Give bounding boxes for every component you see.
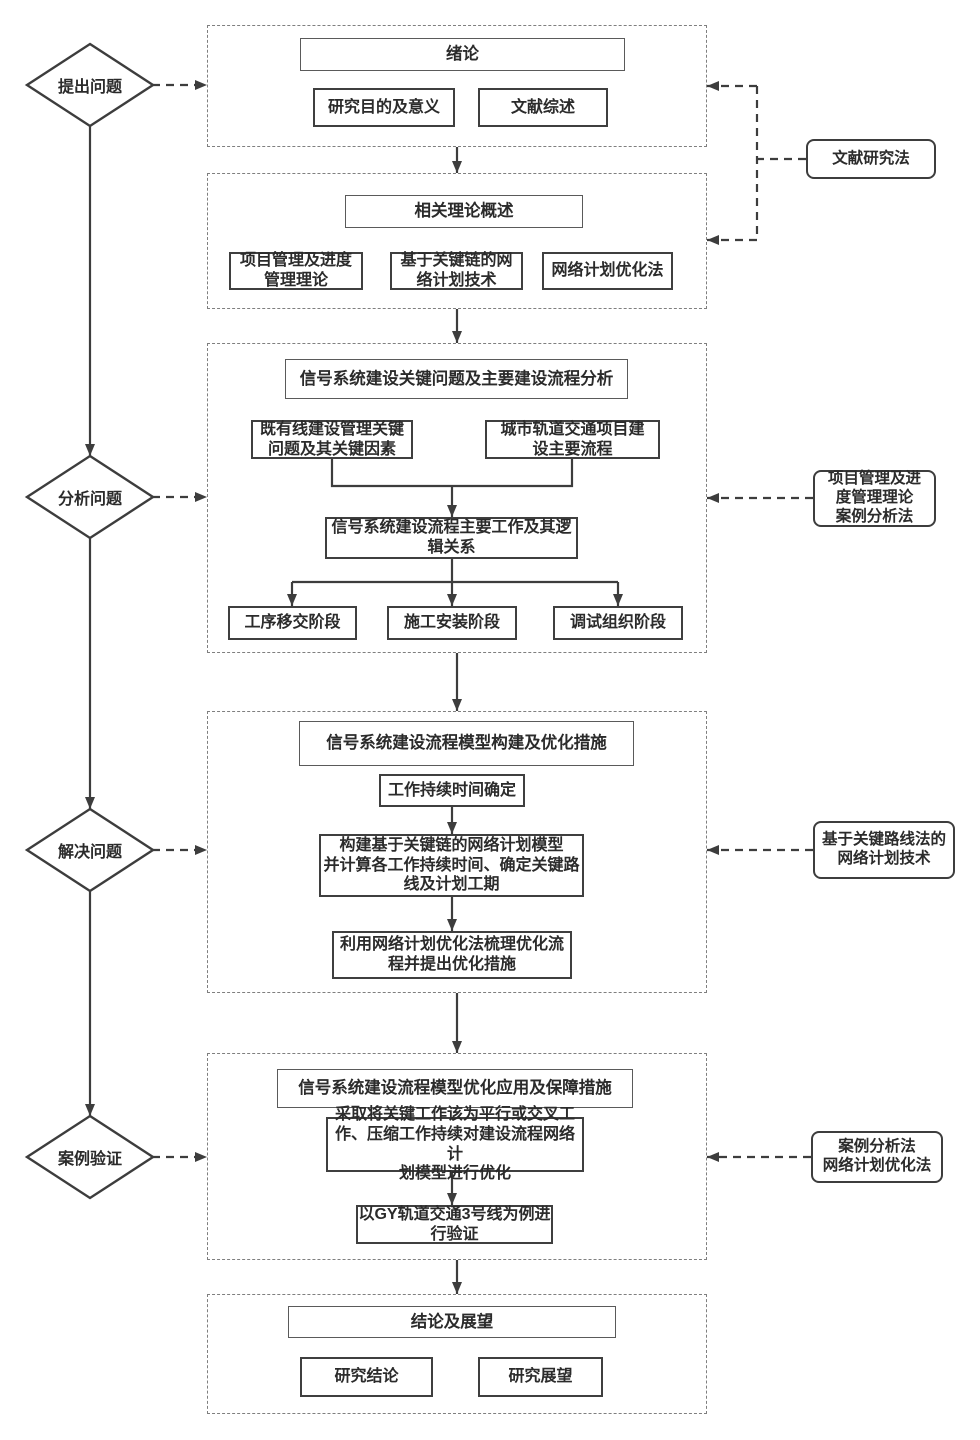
diamond-solve-problem: 解决问题 [57, 844, 122, 861]
box-optimize-process: 利用网络计划优化法梳理优化流 程并提出优化措施 [332, 931, 572, 979]
frame-conclusion [207, 1294, 707, 1414]
method-critical-path-technique: 基于关键路线法的 网络计划技术 [813, 821, 955, 879]
box-research-prospect: 研究展望 [478, 1357, 603, 1397]
diamond-analyze-problem: 分析问题 [57, 491, 122, 508]
box-gy-line3-verification: 以GY轨道交通3号线为例进 行验证 [356, 1205, 553, 1244]
frame-introduction [207, 25, 707, 147]
title-key-problem-analysis: 信号系统建设关键问题及主要建设流程分析 [285, 359, 628, 399]
title-introduction: 绪论 [300, 38, 625, 71]
method-case-analysis-optimization: 案例分析法 网络计划优化法 [811, 1131, 943, 1183]
box-main-work-logic: 信号系统建设流程主要工作及其逻 辑关系 [325, 517, 578, 559]
method-connectors [707, 81, 813, 1162]
frame-model-application [207, 1053, 707, 1260]
diamond-case-verify: 案例验证 [57, 1151, 122, 1168]
box-debugging-stage: 调试组织阶段 [553, 606, 683, 640]
title-model-construction: 信号系统建设流程模型构建及优化措施 [299, 721, 634, 766]
frame-model-construction [207, 711, 707, 993]
box-handover-stage: 工序移交阶段 [228, 606, 357, 640]
box-research-conclusion: 研究结论 [300, 1357, 433, 1397]
method-literature-research: 文献研究法 [806, 139, 936, 179]
box-project-management-theory: 项目管理及进度 管理理论 [229, 252, 363, 290]
title-theory-overview: 相关理论概述 [345, 195, 583, 228]
internal-connectors [287, 459, 623, 1205]
box-installation-stage: 施工安装阶段 [387, 606, 517, 640]
box-duration-determination: 工作持续时间确定 [379, 774, 525, 807]
box-network-plan-optimization: 网络计划优化法 [542, 252, 673, 290]
box-parallel-cross-optimization: 采取将关键工作该为平行或交叉工 作、压缩工作持续对建设流程网络计 划模型进行优化 [326, 1106, 584, 1182]
frame-key-problem-analysis [207, 343, 707, 653]
diamond-shapes [24, 42, 156, 1200]
diamond-raise-problem: 提出问题 [57, 79, 122, 96]
box-literature-review: 文献综述 [478, 88, 608, 127]
method-pm-theory-case-analysis: 项目管理及进 度管理理论 案例分析法 [813, 470, 936, 527]
frame-theory-overview [207, 173, 707, 309]
title-model-application: 信号系统建设流程模型优化应用及保障措施 [277, 1069, 633, 1108]
title-conclusion: 结论及展望 [288, 1306, 616, 1338]
box-urban-rail-process: 城市轨道交通项目建 设主要流程 [485, 420, 660, 459]
box-research-purpose: 研究目的及意义 [313, 88, 455, 127]
diamond-connectors [152, 80, 207, 1162]
box-build-network-plan-model: 构建基于关键链的网络计划模型 并计算各工作持续时间、确定关键路 线及计划工期 [319, 834, 584, 897]
box-existing-line-problems: 既有线建设管理关键 问题及其关键因素 [251, 420, 413, 459]
box-critical-chain-technique: 基于关键链的网 络计划技术 [390, 252, 523, 290]
